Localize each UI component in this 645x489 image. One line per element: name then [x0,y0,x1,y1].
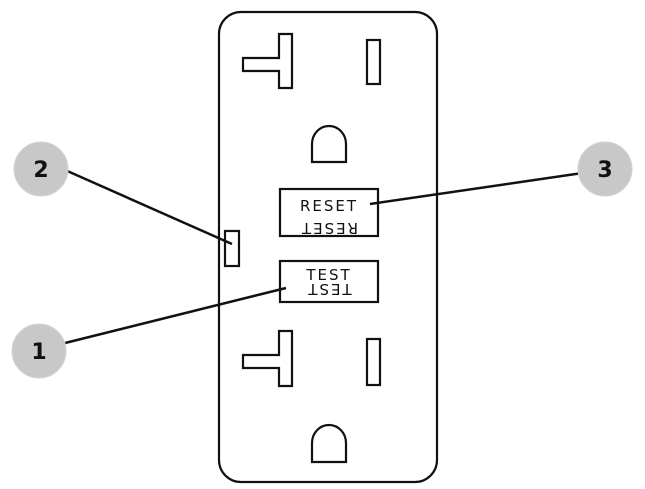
callout-3: 3 [577,141,633,197]
callout-1: 1 [11,323,67,379]
callout-2: 2 [13,141,69,197]
leader-line-3 [369,168,604,206]
bottom-ground-hole [310,423,348,464]
bottom-t-slot [241,329,294,388]
callout-2-number: 2 [33,158,48,183]
indicator-light [223,229,241,268]
test-button[interactable] [278,259,380,304]
leader-line-1 [44,286,287,350]
test-label-mirrored: TEST [306,280,352,298]
test-label: TEST [305,266,351,284]
reset-button[interactable] [278,187,380,238]
top-ground-hole [310,124,348,164]
callout-3-number: 3 [597,158,612,183]
top-straight-slot [365,38,382,86]
leader-line-2 [55,164,233,246]
callout-1-number: 1 [31,340,46,365]
bottom-straight-slot [365,337,382,387]
receptacle-faceplate [217,10,439,484]
reset-label: RESET [300,197,358,215]
reset-label-mirrored: RESET [300,219,358,237]
top-t-slot [241,32,294,90]
